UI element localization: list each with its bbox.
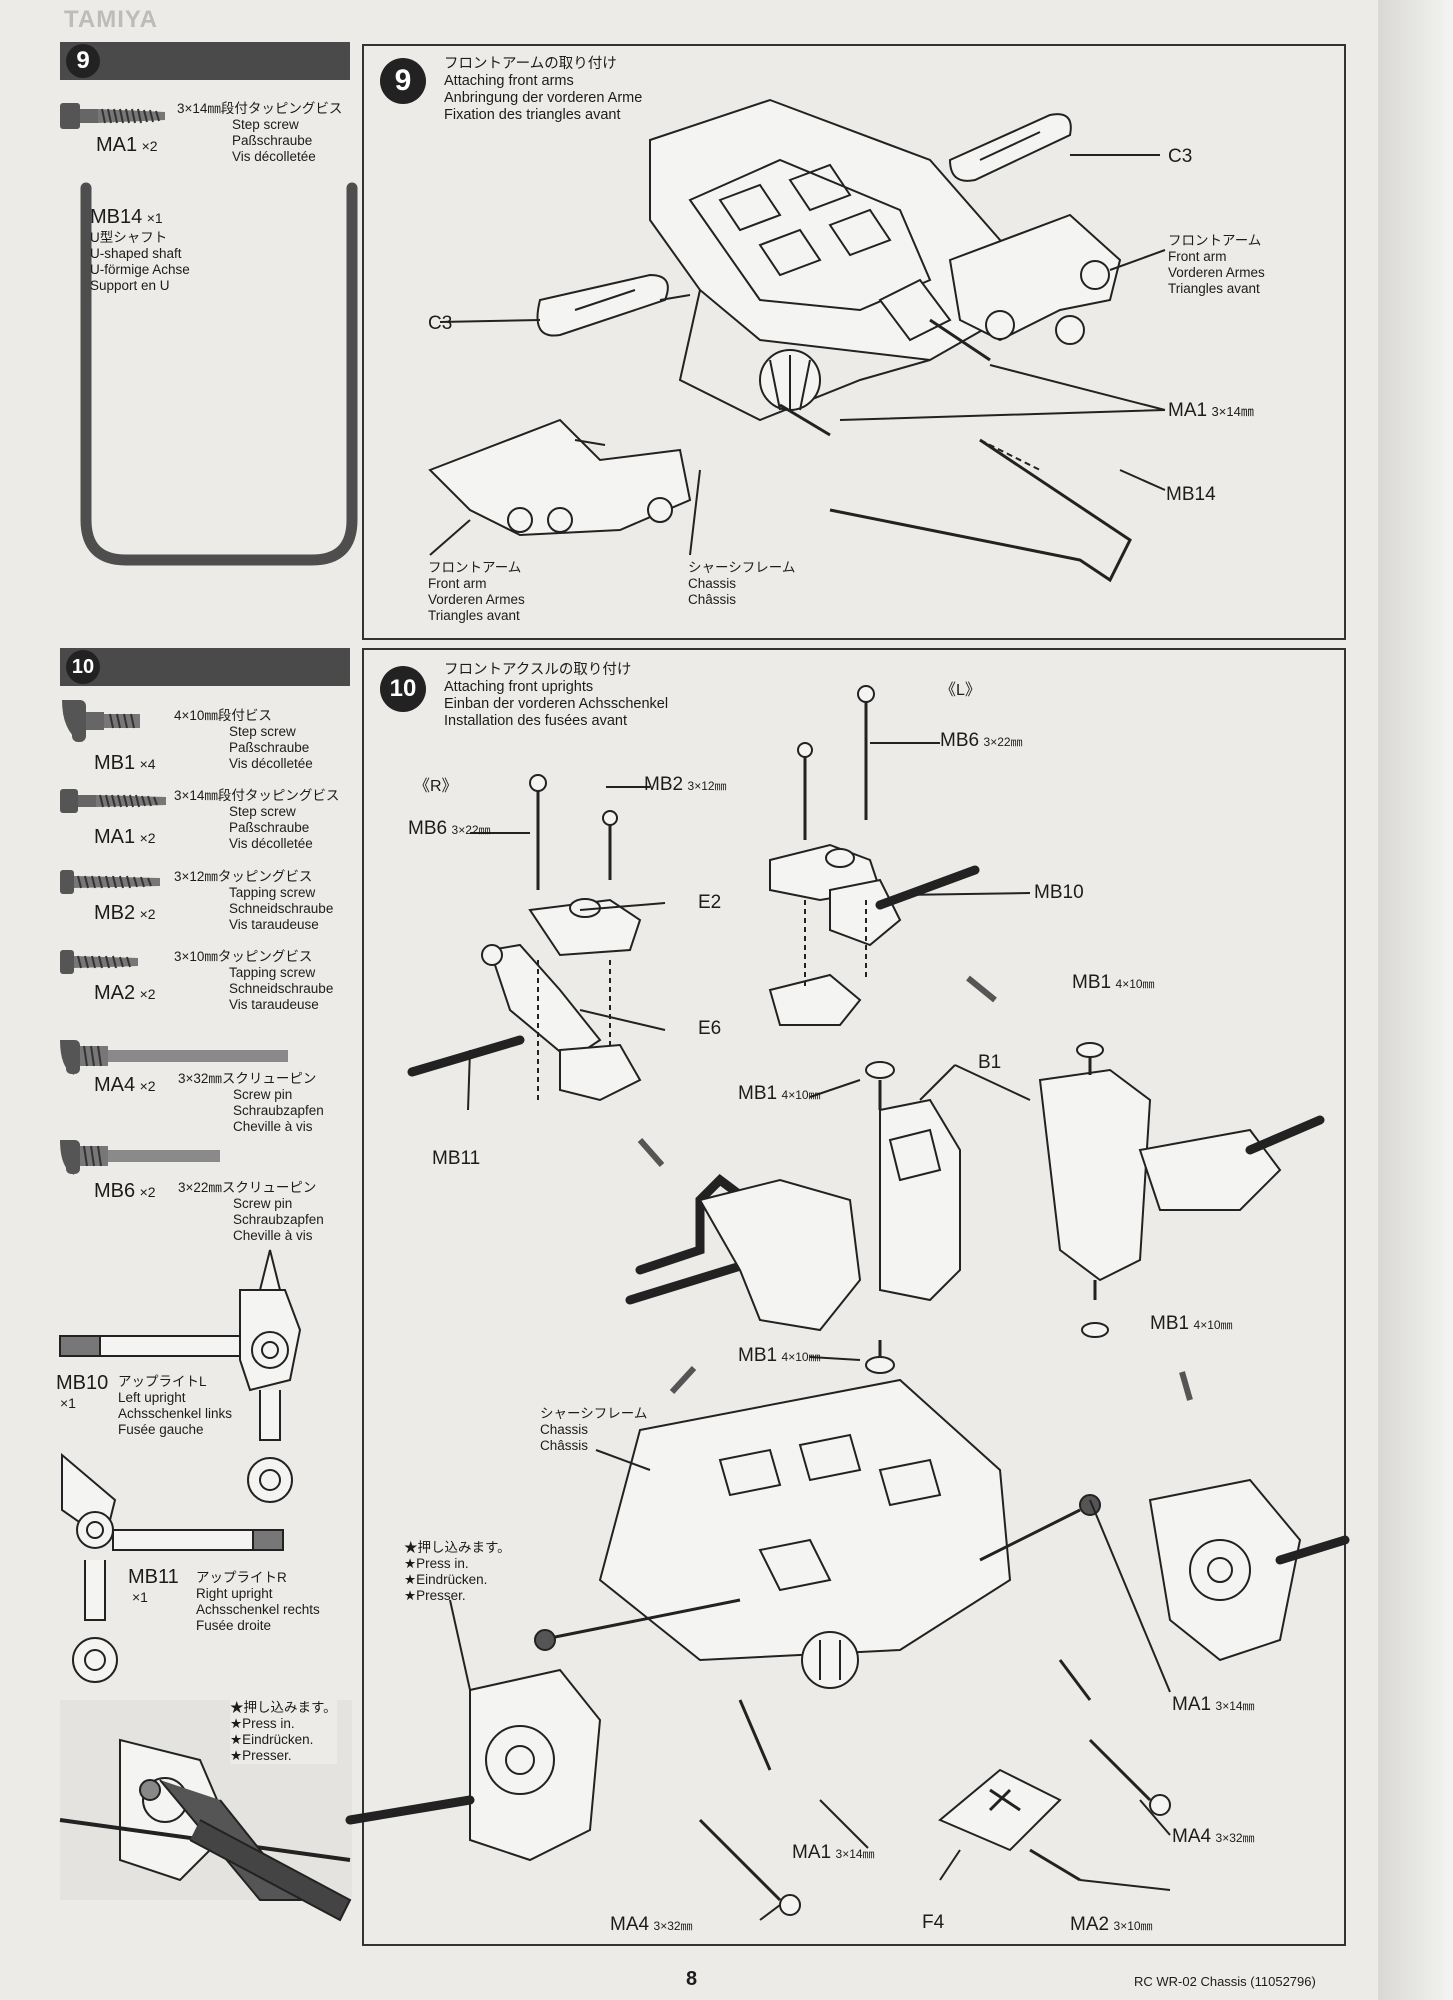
step9-panel-badge: 9 <box>380 58 426 104</box>
step10-mb1-d-label: MB1 4×10㎜ <box>738 1345 821 1366</box>
step10-ma1-code: MA1 ×2 <box>94 826 156 848</box>
ma4-screw-pin-icon <box>60 1040 288 1075</box>
step10-mb10-label: MB10 <box>1034 882 1084 903</box>
step10-l-label: 《L》 <box>940 682 981 699</box>
step9-c3-right-label: C3 <box>1168 146 1193 167</box>
step9-chassis-label: シャーシフレーム Chassis Châssis <box>688 560 796 607</box>
binding-edge <box>1378 0 1453 2000</box>
step10-b1-label: B1 <box>978 1052 1002 1073</box>
step10-ma4-code: MA4 ×2 <box>94 1074 156 1096</box>
step10-diagram-panel <box>362 648 1346 1946</box>
step10-mb6-r-label: MB6 3×22㎜ <box>408 818 491 839</box>
step9-front-arm-right-label: フロントアーム Front arm Vorderen Armes Triangl… <box>1168 233 1265 296</box>
step9-ma1-code: MA1 ×2 <box>96 134 158 156</box>
step9-ma1-label: MA1 3×14㎜ <box>1168 400 1254 421</box>
step9-mb14-label: MB14 <box>1166 484 1216 505</box>
mb11-right-upright-icon <box>61 1452 284 1683</box>
step10-mb6-l-label: MB6 3×22㎜ <box>940 730 1023 751</box>
step10-header-bar <box>60 648 350 686</box>
mb10-left-upright-icon <box>59 1249 302 1503</box>
step10-panel-badge: 10 <box>380 666 426 712</box>
step9-mb14-desc: U型シャフト U-shaped shaft U-förmige Achse Su… <box>90 230 190 293</box>
step10-mb1-a-label: MB1 4×10㎜ <box>1072 972 1155 993</box>
ma1-screw-icon <box>60 789 166 813</box>
step10-ma4-right-label: MA4 3×32㎜ <box>1172 1826 1255 1847</box>
step10-mb2-code: MB2 ×2 <box>94 902 156 924</box>
mb1-screw-icon <box>62 700 140 742</box>
step10-ma4-bottom-label: MA4 3×32㎜ <box>610 1914 693 1935</box>
step10-e2-label: E2 <box>698 892 722 913</box>
mb2-screw-icon <box>60 870 160 894</box>
step9-number-badge: 9 <box>66 44 100 78</box>
mb6-screw-pin-icon <box>60 1140 220 1175</box>
step10-f4-label: F4 <box>922 1912 945 1933</box>
ma1-screw-icon <box>60 103 165 129</box>
step10-mb10-code: MB10×1 <box>56 1372 109 1411</box>
step9-c3-left-label: C3 <box>428 313 453 334</box>
step9-front-arm-left-label: フロントアーム Front arm Vorderen Armes Triangl… <box>428 560 525 623</box>
ma2-screw-icon <box>60 950 138 974</box>
step10-mb1-code: MB1 ×4 <box>94 752 156 774</box>
step9-ma1-desc: 3×14㎜段付タッピングビス Step screw Paßschraube Vi… <box>177 101 343 164</box>
step10-ma2-code: MA2 ×2 <box>94 982 156 1004</box>
step10-e6-label: E6 <box>698 1018 722 1039</box>
page-number: 8 <box>686 1968 698 1990</box>
step9-diagram-panel <box>362 44 1346 640</box>
step10-press-note-left: ★押し込みます。★Press in.★Eindrücken.★Presser. <box>230 1700 337 1764</box>
mb14-u-shaft-icon <box>80 182 358 566</box>
step10-mb6-code: MB6 ×2 <box>94 1180 156 1202</box>
step10-mb11-code: MB11×1 <box>128 1566 179 1605</box>
step9-mb14-code: MB14 ×1 <box>90 206 163 228</box>
step10-mb1-b-label: MB1 4×10㎜ <box>738 1083 821 1104</box>
step9-header-bar <box>60 42 350 80</box>
step10-mb1-c-label: MB1 4×10㎜ <box>1150 1313 1233 1334</box>
document-id: RC WR-02 Chassis (11052796) <box>1134 1974 1316 1989</box>
brand-header: TAMIYA <box>64 6 159 33</box>
step10-number-badge: 10 <box>66 650 100 684</box>
step9-title: フロントアームの取り付け Attaching front arms Anbrin… <box>444 56 643 123</box>
step10-mb2-label: MB2 3×12㎜ <box>644 774 727 795</box>
step10-ma1-right-label: MA1 3×14㎜ <box>1172 1694 1255 1715</box>
step10-mb11-label: MB11 <box>432 1148 481 1169</box>
step10-r-label: 《R》 <box>414 778 458 795</box>
step10-ma1-bottom-label: MA1 3×14㎜ <box>792 1842 875 1863</box>
step10-press-note: ★押し込みます。★Press in.★Eindrücken.★Presser. <box>404 1540 511 1603</box>
step10-ma2-label: MA2 3×10㎜ <box>1070 1914 1153 1935</box>
